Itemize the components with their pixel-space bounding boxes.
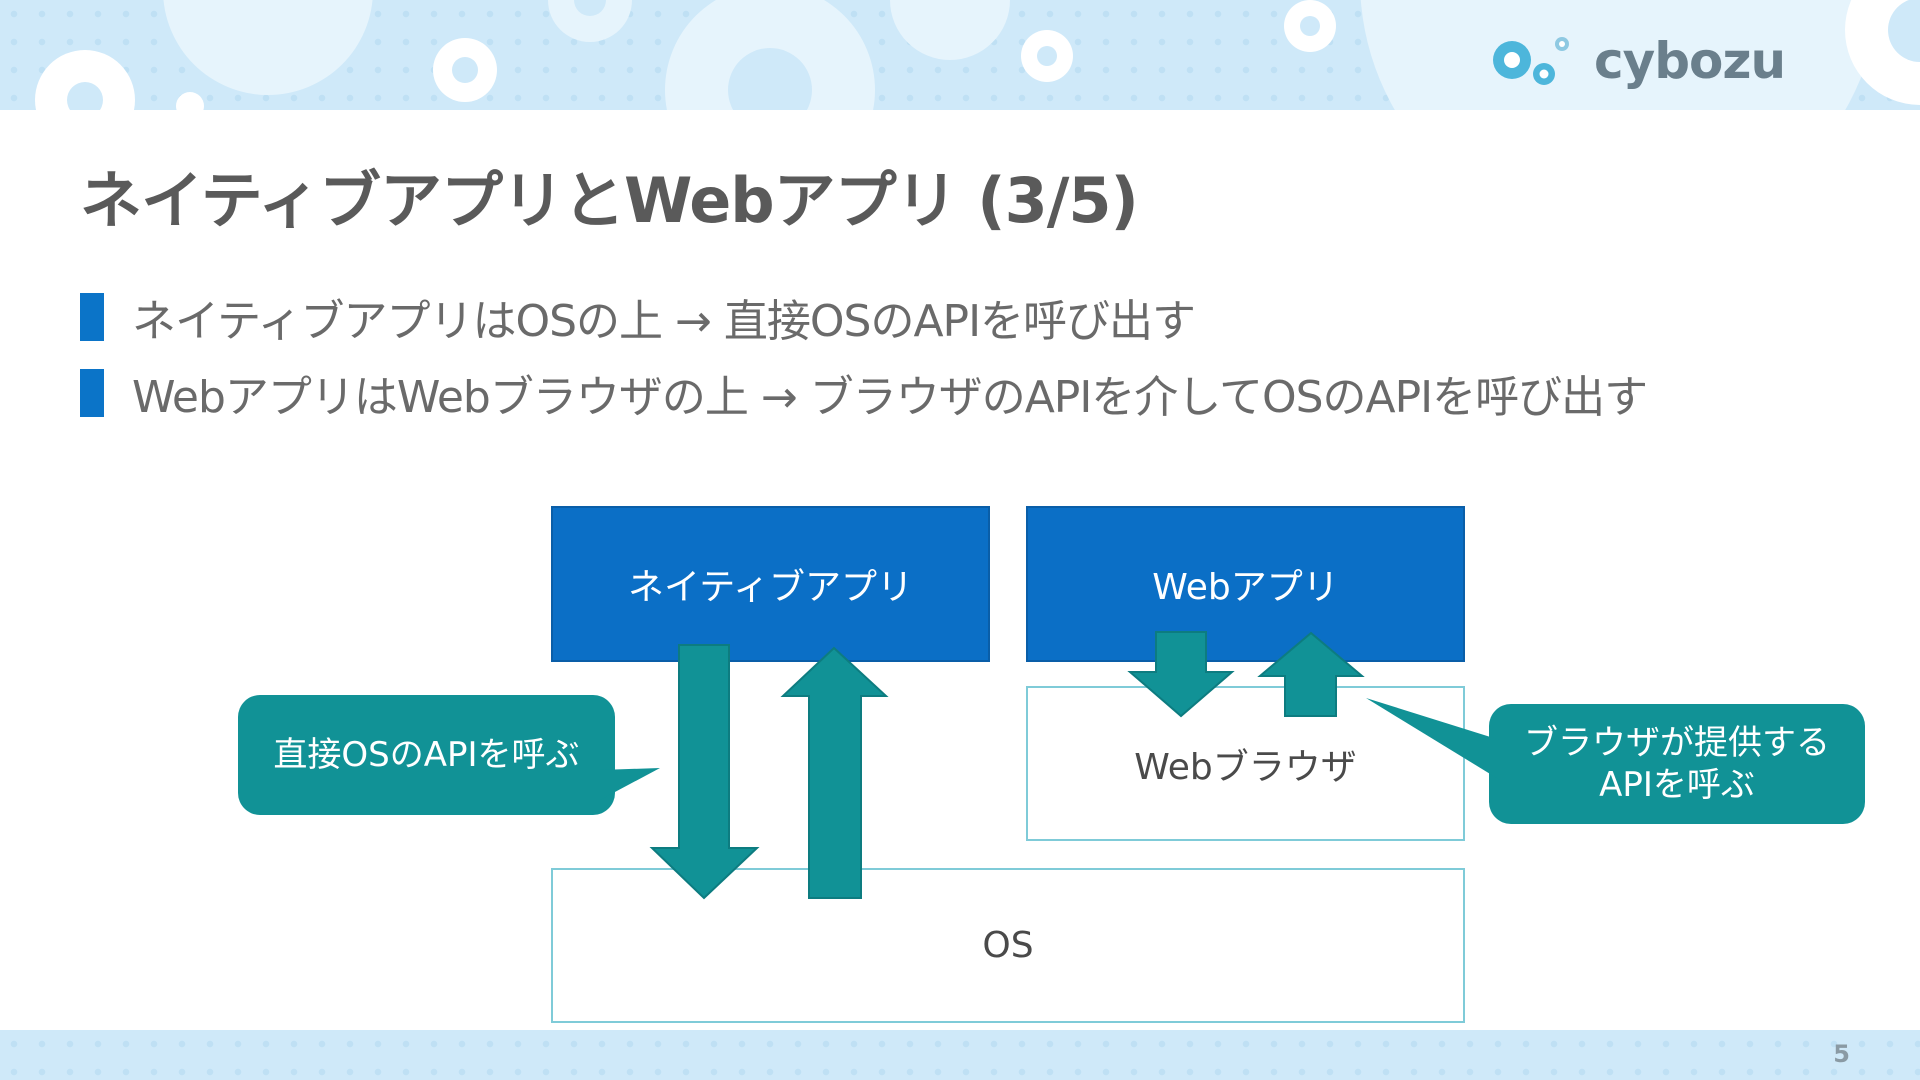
footer-band [0, 1030, 1920, 1080]
bubble-decoration-icon [35, 0, 1920, 110]
os-box: OS [551, 868, 1465, 1023]
cybozu-logo: cybozu [1490, 30, 1786, 92]
slide-title: ネイティブアプリとWebアプリ (3/5) [80, 164, 1139, 237]
cybozu-logo-icon [1493, 37, 1569, 85]
native-app-box: ネイティブアプリ [551, 506, 990, 662]
logo-text: cybozu [1594, 32, 1786, 90]
page-number: 5 [1833, 1040, 1850, 1068]
native-down-arrow-icon [649, 644, 760, 900]
header-band: cybozu [0, 0, 1920, 110]
bullet-text: ネイティブアプリはOSの上 → 直接OSのAPIを呼び出す [132, 296, 1196, 347]
bullet-text: WebアプリはWebブラウザの上 → ブラウザのAPIを介してOSのAPIを呼び… [132, 372, 1648, 423]
web-browser-box: Webブラウザ [1026, 686, 1465, 841]
callout-right-text: ブラウザが提供する APIを呼ぶ [1524, 722, 1830, 806]
callout-left-text: 直接OSのAPIを呼ぶ [273, 734, 580, 775]
bullet-list: ネイティブアプリはOSの上 → 直接OSのAPIを呼び出す WebアプリはWeb… [80, 292, 1648, 444]
bullet-item: ネイティブアプリはOSの上 → 直接OSのAPIを呼び出す [80, 292, 1647, 347]
bullet-item: WebアプリはWebブラウザの上 → ブラウザのAPIを介してOSのAPIを呼び… [80, 368, 1648, 423]
bullet-marker-icon [80, 369, 104, 417]
bullet-marker-icon [80, 293, 104, 341]
native-up-arrow-icon [780, 646, 889, 899]
web-app-box: Webアプリ [1026, 506, 1465, 662]
